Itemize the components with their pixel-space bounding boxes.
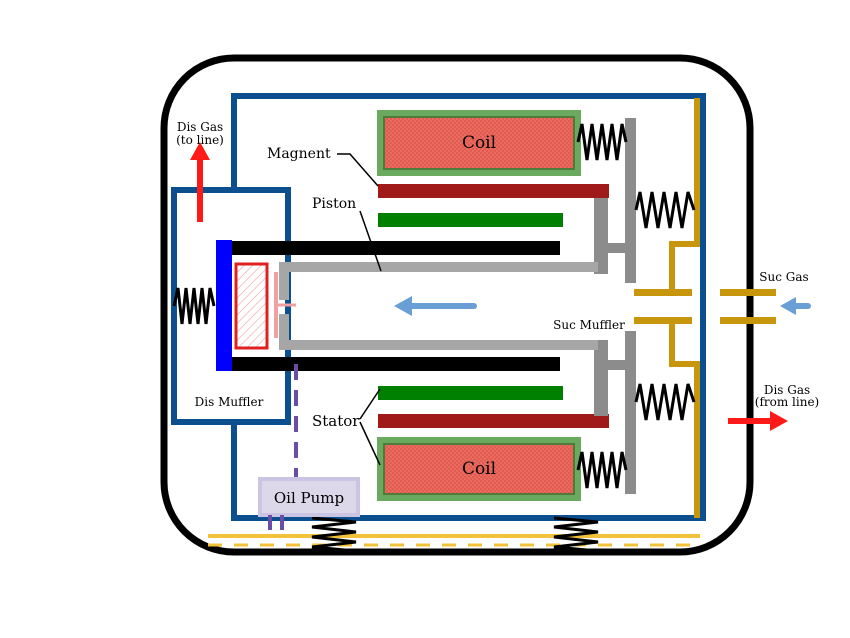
suction-inlet-lower (720, 317, 776, 324)
suction-port-upper (634, 289, 692, 296)
oil-pump-label: Oil Pump (274, 489, 344, 507)
suction-flow-arrow-head (394, 296, 412, 316)
frame-link-top (594, 198, 608, 274)
frame-vertical-top (625, 118, 636, 283)
stator-leader-line-top (359, 388, 381, 420)
spring-base-right (553, 516, 599, 553)
dis-gas-to-line-label-line2: (to line) (176, 133, 224, 147)
suction-tube (669, 98, 700, 294)
frame-link-bottom (594, 340, 608, 416)
dis-gas-from-line-label-line2: (from line) (755, 395, 819, 409)
suc-gas-arrow-head (780, 297, 796, 315)
magnet-label: Magnent (267, 146, 331, 162)
magnet-bar-top (378, 184, 609, 198)
coil-top (377, 110, 581, 176)
piston-leader-line (359, 210, 382, 272)
frame-cross-top (606, 243, 626, 253)
suc-gas-label: Suc Gas (759, 270, 808, 284)
frame-cross-bottom (606, 360, 626, 370)
stator-label: Stator (312, 412, 360, 430)
dis-gas-to-line-arrow-head (190, 142, 210, 160)
magnet-bar-bottom (378, 414, 609, 428)
spring-upper-frame (634, 191, 696, 229)
cylinder-wall-bottom (230, 357, 560, 371)
dis-gas-from-line-label-line1: Dis Gas (764, 383, 810, 397)
discharge-valve-plate (216, 240, 232, 371)
dis-muffler-label: Dis Muffler (195, 395, 264, 409)
compressor-shell (160, 54, 754, 556)
suction-port-lower (634, 317, 692, 324)
coil-bottom-label: Coil (462, 459, 496, 479)
spring-base-left (311, 516, 357, 553)
stator-bar-bottom (378, 386, 563, 400)
stator-bar-top (378, 213, 563, 227)
spring-muffler (172, 287, 216, 325)
spring-bottom-right (576, 451, 628, 489)
cylinder-wall-top (230, 241, 560, 255)
dis-gas-to-line-label-line1: Dis Gas (177, 120, 223, 134)
magnet-leader-line (337, 153, 379, 187)
spring-lower-frame (634, 383, 696, 421)
suction-tube-lower (669, 320, 700, 518)
suction-inlet-upper (720, 289, 776, 296)
piston-label: Piston (312, 196, 356, 212)
spring-top-right (576, 123, 628, 161)
dis-gas-from-line-arrow-head (770, 411, 788, 431)
stator-leader-line-bottom (359, 421, 381, 466)
suc-muffler-label: Suc Muffler (553, 318, 625, 332)
discharge-valve (234, 262, 269, 350)
oil-pump (258, 477, 360, 517)
coil-bottom (377, 437, 581, 501)
coil-top-label: Coil (462, 133, 496, 153)
piston (279, 262, 598, 350)
inner-housing (231, 93, 706, 521)
frame-vertical-bottom (625, 331, 636, 494)
